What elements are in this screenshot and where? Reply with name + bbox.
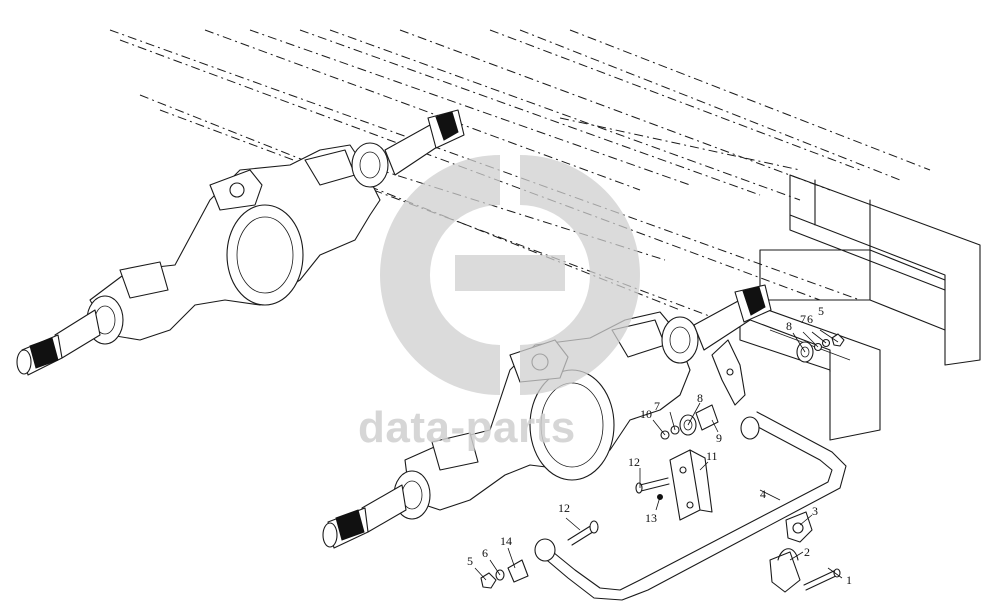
callout-14: 14 — [500, 534, 512, 548]
bolt-part-12-lower — [567, 520, 599, 546]
callout-leaders — [474, 329, 843, 581]
callout-5-upper: 5 — [818, 304, 824, 318]
callout-6-upper: 6 — [807, 312, 813, 326]
callout-8-upper: 8 — [786, 319, 792, 333]
nut-part-5-upper — [831, 333, 845, 347]
stabilizer-bar — [534, 411, 847, 601]
callout-2: 2 — [804, 545, 810, 559]
watermark-logo — [380, 155, 640, 395]
callout-7-upper: 7 — [800, 312, 806, 326]
callout-4: 4 — [760, 487, 766, 501]
callout-8-lower: 8 — [697, 391, 703, 405]
callout-3: 3 — [812, 504, 818, 518]
frame-crossmember — [739, 174, 981, 441]
callout-labels: 1 2 3 4 8 7 6 5 7 10 8 9 11 12 13 12 14 … — [467, 304, 852, 587]
bushing-part-3 — [785, 511, 813, 543]
callout-6-lower: 6 — [482, 546, 488, 560]
callout-13: 13 — [645, 511, 657, 525]
callout-7-lower: 7 — [654, 399, 660, 413]
callout-1: 1 — [846, 573, 852, 587]
nut-part-5-lower — [480, 572, 497, 589]
bushing-part-14 — [507, 559, 529, 583]
watermark-text: data-parts — [358, 403, 576, 452]
callout-12-upper: 12 — [628, 455, 640, 469]
callout-5-lower: 5 — [467, 554, 473, 568]
callout-11: 11 — [706, 449, 718, 463]
clamp-part-2 — [769, 548, 801, 593]
rear-axle-upper — [16, 109, 465, 376]
bracket-part-11 — [669, 449, 713, 521]
bolt-part-12-upper — [635, 477, 670, 494]
callout-9: 9 — [716, 431, 722, 445]
callout-12-lower: 12 — [558, 501, 570, 515]
callout-10: 10 — [640, 407, 652, 421]
bolt-part-1 — [803, 568, 841, 591]
bushing-part-9 — [695, 404, 719, 431]
